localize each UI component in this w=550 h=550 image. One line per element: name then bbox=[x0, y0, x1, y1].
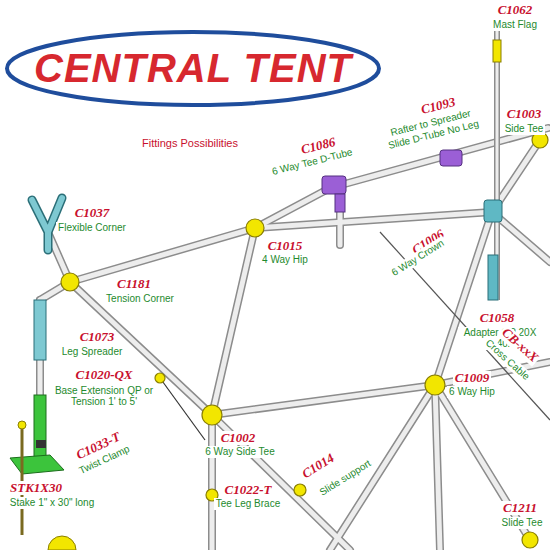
part-number: C1062 bbox=[496, 3, 535, 18]
part-name: Tension Corner bbox=[104, 293, 176, 305]
part-name: Leg Spreader bbox=[60, 346, 125, 358]
part-number: C1009 bbox=[453, 371, 492, 386]
part-number: C1020-QX bbox=[73, 368, 134, 383]
part-name: Stake 1" x 30" long bbox=[8, 497, 96, 509]
part-name: 4 Way Hip bbox=[260, 254, 310, 266]
part-number: C1015 bbox=[266, 239, 305, 254]
logo-text: CENTRAL TENT bbox=[34, 46, 352, 91]
part-number: C1058 bbox=[478, 311, 517, 326]
part-name: Flexible Corner bbox=[56, 222, 128, 234]
part-number: C1181 bbox=[115, 277, 153, 292]
part-name: Side Tee bbox=[503, 123, 546, 135]
part-number: C1002 bbox=[219, 431, 258, 446]
part-name: Tee Leg Brace bbox=[214, 498, 283, 510]
part-name: 6 Way Side Tee bbox=[203, 446, 276, 458]
part-name: 6 Way Hip bbox=[447, 386, 497, 398]
part-name: Base Extension QP or Tension 1' to 5' bbox=[47, 385, 161, 408]
part-number: C1037 bbox=[73, 206, 112, 221]
part-name: Slide Tee bbox=[500, 517, 545, 529]
part-number: C1211 bbox=[501, 501, 539, 516]
subtitle: Fittings Possibilities bbox=[140, 137, 240, 150]
part-number: STK1X30 bbox=[8, 481, 64, 496]
part-name: Mast Flag bbox=[491, 19, 539, 31]
part-number: C1073 bbox=[78, 330, 117, 345]
logo-oval: CENTRAL TENT bbox=[4, 29, 382, 108]
part-number: C1003 bbox=[505, 107, 544, 122]
part-number: C1022-T bbox=[223, 483, 274, 498]
